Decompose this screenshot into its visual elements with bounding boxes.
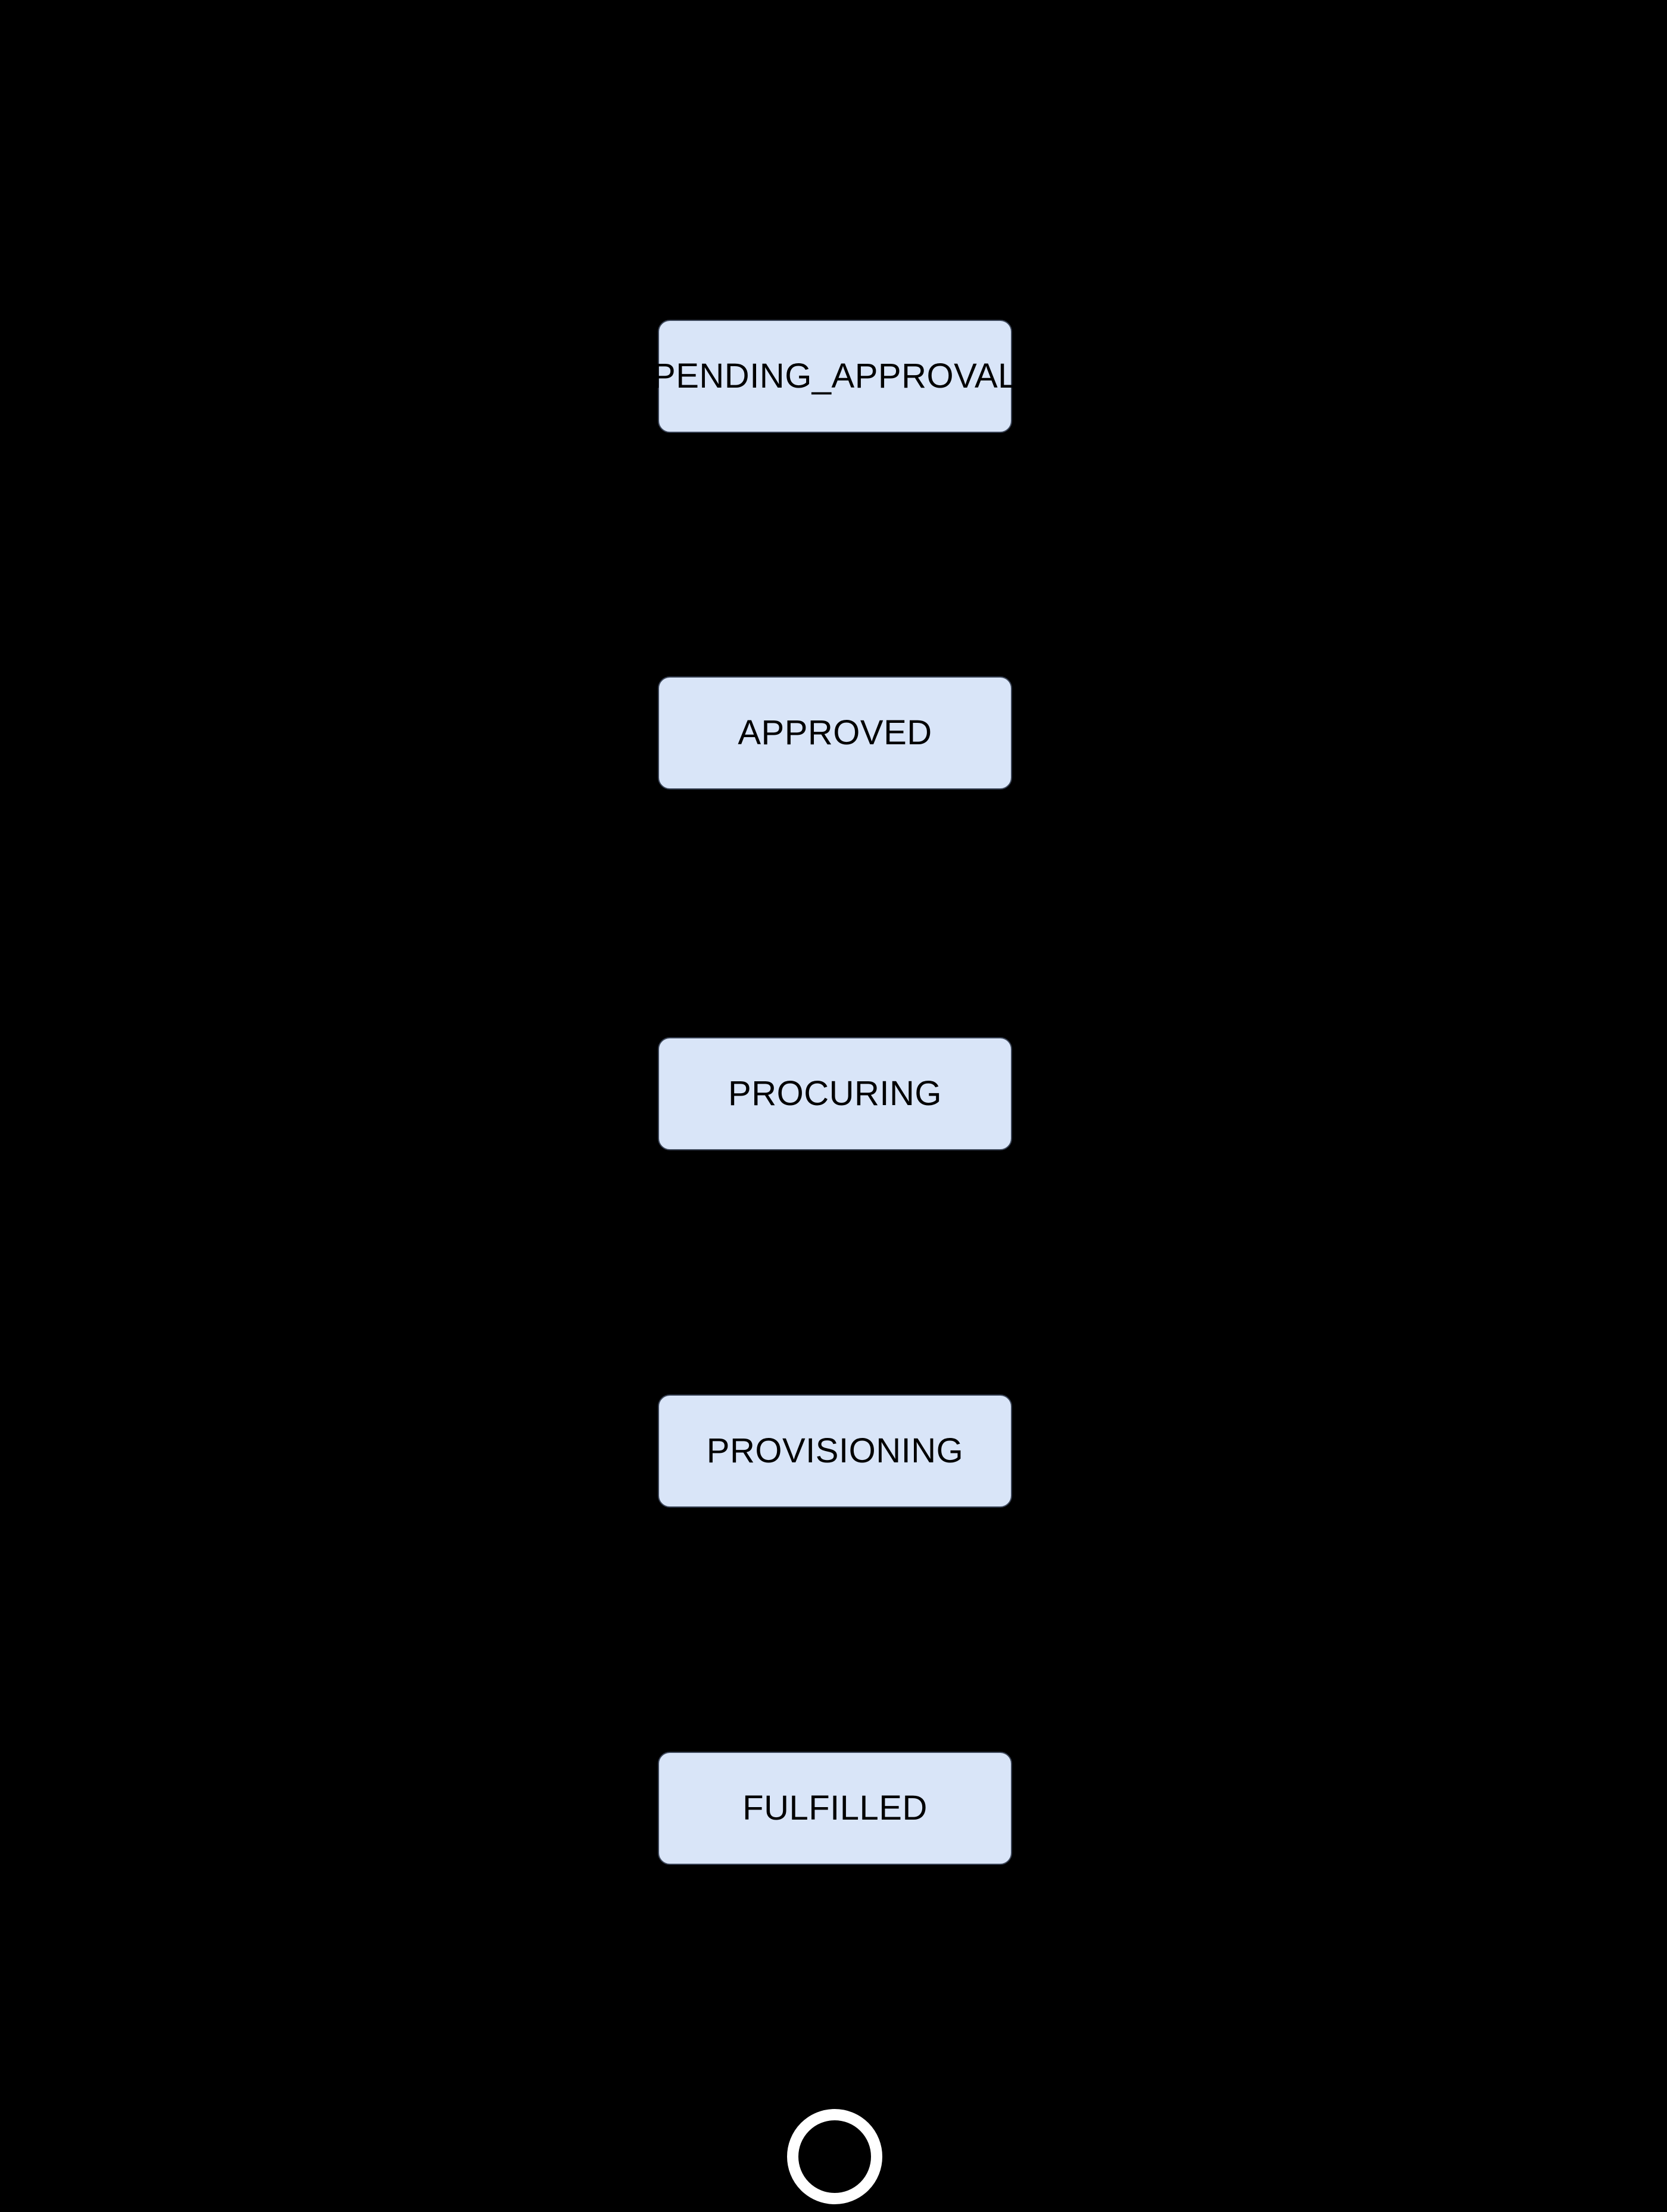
state-node-label: PROCURING bbox=[728, 1074, 942, 1113]
state-node-label: PENDING_APPROVAL bbox=[653, 357, 1017, 395]
state-node-label: FULFILLED bbox=[742, 1789, 928, 1827]
state-node-provisioning: PROVISIONING bbox=[658, 1394, 1012, 1508]
state-node-pending-approval: PENDING_APPROVAL bbox=[653, 320, 1017, 433]
state-node-label: PROVISIONING bbox=[706, 1431, 964, 1470]
state-node-approved: APPROVED bbox=[658, 676, 1012, 790]
state-node-label: APPROVED bbox=[738, 713, 932, 752]
state-node-procuring: PROCURING bbox=[658, 1037, 1012, 1150]
state-node-fulfilled: FULFILLED bbox=[658, 1752, 1012, 1865]
final-state-icon bbox=[787, 2109, 882, 2204]
